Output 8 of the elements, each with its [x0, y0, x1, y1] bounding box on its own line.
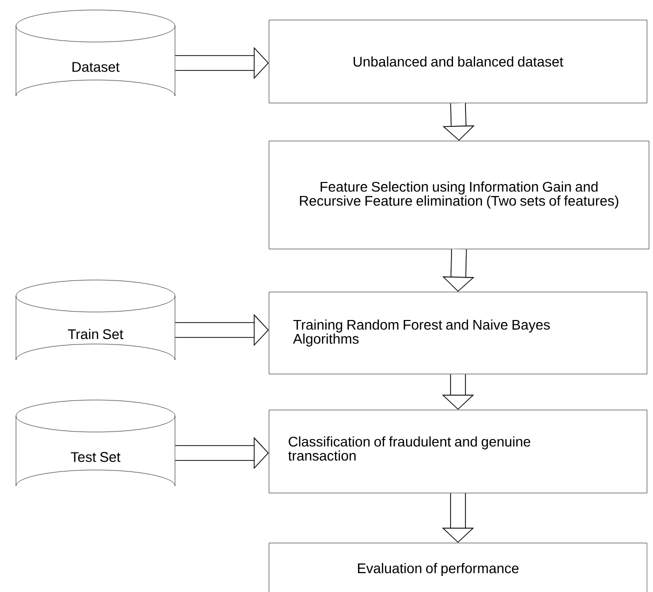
cylinder: Train Set — [16, 280, 176, 360]
process-box: Classification of fraudulent and genuine transaction — [268, 410, 648, 494]
process-box: Feature Selection using Information Gain and Recursive Feature elimination (Two sets of features) — [268, 140, 650, 250]
process-box: Training Random Forest and Naive Bayes Algorithms — [268, 292, 648, 374]
process-box: Unbalanced and balanced dataset — [268, 20, 648, 104]
cylinder: Test Set — [16, 400, 176, 486]
cylinder: Dataset — [16, 10, 176, 96]
process-box: Evaluation of performance — [268, 542, 648, 592]
